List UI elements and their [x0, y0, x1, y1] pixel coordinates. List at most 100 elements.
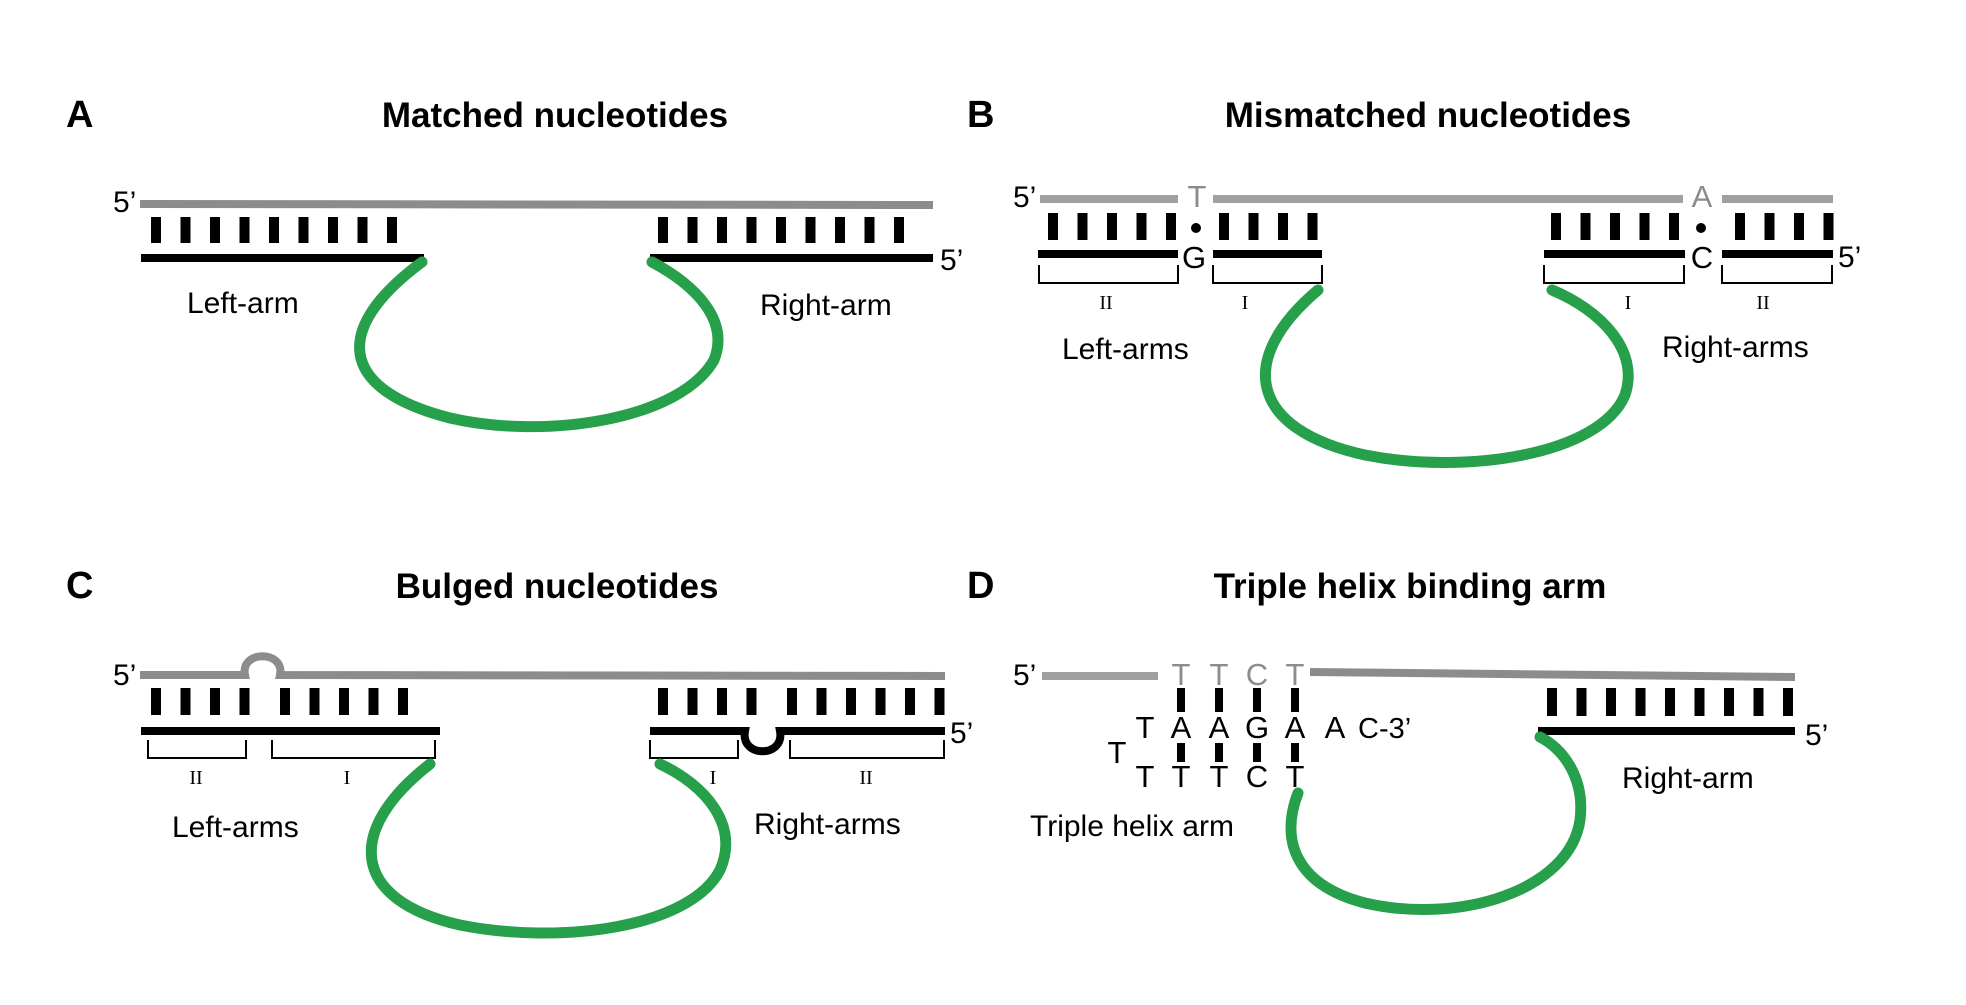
base-pair-tick — [835, 217, 845, 243]
panel-c-letter: C — [66, 565, 93, 607]
base-pair-tick — [875, 688, 886, 715]
base-pair-tick — [1576, 688, 1587, 716]
base-pair-tick — [1823, 213, 1834, 240]
panel-c-left-arms-label: Left-arms — [172, 811, 299, 844]
panel-a-target-5prime: 5’ — [113, 186, 136, 219]
base-pair-tick — [687, 688, 698, 715]
base-pair-tick — [210, 688, 220, 715]
panel-c-seg-left-i: I — [344, 767, 351, 789]
panel-b-seg-left-ii: II — [1099, 292, 1112, 314]
base-pair-tick — [846, 688, 856, 715]
panel-d: D Triple helix binding arm 5’ T T C T T … — [967, 565, 1828, 915]
panel-d-bottom-base: T — [1136, 759, 1155, 794]
panel-c: C Bulged nucleotides 5’ 5’ II I I II Lef… — [66, 565, 973, 939]
panel-d-target-5prime: 5’ — [1013, 659, 1036, 692]
panel-c-seg-left-ii: II — [189, 767, 202, 789]
panel-b-left-arms-label: Left-arms — [1062, 333, 1189, 366]
panel-b-target-mismatch-left: T — [1188, 179, 1207, 214]
base-pair-tick — [1606, 688, 1616, 716]
watson-crick-tick — [1253, 743, 1261, 762]
hoogsteen-tick — [1291, 688, 1299, 712]
panel-d-target-base: T — [1286, 657, 1305, 692]
base-pair-tick — [934, 688, 945, 715]
panel-c-bracket-left-ii — [147, 740, 247, 759]
base-pair-tick — [1219, 213, 1229, 240]
panel-c-ticks-right-i — [658, 688, 757, 715]
panel-a-linker-loop — [354, 256, 724, 433]
base-pair-tick — [1551, 213, 1561, 240]
base-pair-tick — [1580, 213, 1591, 240]
panel-b-mismatch-dot-right — [1696, 223, 1706, 233]
panel-d-tail-base: A — [1325, 710, 1346, 745]
hoogsteen-tick — [1215, 688, 1223, 712]
panel-d-target-base: T — [1210, 657, 1229, 692]
panel-b-target-5prime: 5’ — [1013, 181, 1036, 214]
panel-d-probe-5prime: 5’ — [1805, 719, 1828, 752]
panel-d-middle-base: A — [1171, 710, 1192, 745]
panel-b-probe-mismatch-left: G — [1182, 240, 1206, 275]
base-pair-tick — [717, 217, 727, 243]
base-pair-tick — [387, 217, 397, 243]
panel-b-ticks-left-i — [1219, 213, 1318, 240]
panel-d-triple-helix-arm-label: Triple helix arm — [1030, 810, 1234, 843]
panel-b-probe-5prime: 5’ — [1838, 241, 1861, 274]
panel-b: B Mismatched nucleotides 5’ T A G C 5’ I… — [967, 94, 1861, 468]
panel-b-linker-loop — [1260, 284, 1634, 468]
panel-c-target-strand-with-bulge — [140, 652, 946, 680]
base-pair-tick — [1783, 688, 1793, 716]
panel-d-linker-loop — [1285, 731, 1587, 915]
base-pair-tick — [180, 688, 191, 715]
base-pair-tick — [1694, 688, 1705, 716]
base-pair-tick — [1635, 688, 1646, 716]
hoogsteen-tick — [1177, 688, 1185, 712]
base-pair-tick — [1764, 213, 1775, 240]
base-pair-tick — [864, 217, 875, 243]
base-pair-tick — [1735, 213, 1745, 240]
panel-b-probe-mismatch-right: C — [1691, 240, 1713, 275]
base-pair-tick — [1724, 688, 1734, 716]
panel-d-bottom-base: T — [1210, 759, 1229, 794]
panel-d-middle-base: G — [1245, 710, 1269, 745]
panel-c-title: Bulged nucleotides — [396, 567, 719, 606]
base-pair-tick — [658, 217, 668, 243]
panel-b-seg-left-i: I — [1242, 292, 1249, 314]
watson-crick-tick — [1291, 743, 1299, 762]
panel-b-ticks-right-i — [1551, 213, 1679, 240]
panel-c-ticks-left-i — [280, 688, 408, 715]
base-pair-tick — [298, 217, 309, 243]
panel-a-right-arm-label: Right-arm — [760, 289, 892, 322]
panel-b-title: Mismatched nucleotides — [1225, 96, 1631, 135]
panel-c-right-arm-strand-with-bulge — [650, 727, 945, 756]
hoogsteen-tick — [1253, 688, 1261, 712]
base-pair-tick — [1669, 213, 1679, 240]
base-pair-tick — [816, 688, 827, 715]
panel-c-ticks-left-ii — [151, 688, 250, 715]
panel-a-letter: A — [66, 94, 93, 136]
base-pair-tick — [905, 688, 915, 715]
panel-c-target-5prime: 5’ — [113, 659, 136, 692]
panel-d-bottom-base: C — [1246, 759, 1268, 794]
base-pair-tick — [1794, 213, 1804, 240]
panel-b-ticks-right-ii — [1735, 213, 1834, 240]
base-pair-tick — [339, 688, 349, 715]
panel-a-target-strand — [139, 200, 934, 209]
base-pair-tick — [1048, 213, 1058, 240]
panel-b-bracket-right-i — [1543, 265, 1685, 284]
base-pair-tick — [746, 688, 757, 715]
panel-d-hairpin-base-top: T — [1136, 710, 1155, 745]
base-pair-tick — [1610, 213, 1620, 240]
panel-a: A Matched nucleotides 5’ 5’ Left-arm Rig… — [66, 94, 963, 433]
base-pair-tick — [776, 217, 786, 243]
base-pair-tick — [180, 217, 191, 243]
panel-d-tail-3prime: C-3’ — [1358, 713, 1411, 745]
panel-b-mismatch-dot-left — [1191, 223, 1201, 233]
base-pair-tick — [717, 688, 727, 715]
panel-b-bracket-left-i — [1212, 265, 1323, 284]
panel-c-bracket-left-i — [271, 740, 436, 759]
base-pair-tick — [269, 217, 279, 243]
base-pair-tick — [894, 217, 904, 243]
base-pair-tick — [787, 688, 797, 715]
panel-d-bottom-base: T — [1172, 759, 1191, 794]
panel-d-middle-base: A — [1285, 710, 1306, 745]
panel-d-bottom-base: T — [1286, 759, 1305, 794]
